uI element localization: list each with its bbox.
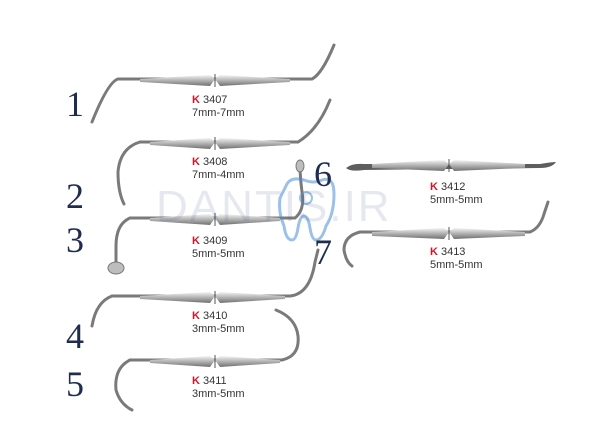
instrument-3409-image	[107, 159, 305, 275]
code-prefix: K	[430, 246, 438, 258]
instrument-number-4: 4	[66, 316, 84, 356]
instrument-3408-image	[116, 98, 332, 206]
tip-size: 5mm-5mm	[430, 194, 483, 206]
instrument-3413-image	[342, 200, 550, 268]
product-code: 3408	[202, 156, 228, 168]
watermark-text: DANTIS.IR	[156, 182, 392, 231]
product-code: 3412	[440, 181, 466, 193]
instrument-3407-image	[90, 43, 336, 124]
tip-size: 5mm-5mm	[192, 248, 245, 260]
tip-size: 5mm-5mm	[430, 259, 483, 271]
tip-size: 7mm-4mm	[192, 169, 245, 181]
instrument-number-6: 6	[314, 154, 332, 194]
tooth-logo-icon	[278, 177, 336, 242]
instrument-number-5: 5	[66, 364, 84, 404]
product-code: 3411	[202, 375, 227, 387]
product-code: 3409	[202, 235, 228, 247]
code-prefix: K	[430, 181, 438, 193]
instrument-3410-image	[90, 248, 320, 328]
instrument-3412-image	[346, 159, 556, 172]
code-prefix: K	[192, 156, 200, 168]
instrument-number-1: 1	[66, 84, 84, 124]
tip-size: 3mm-5mm	[192, 388, 245, 400]
product-code: 3407	[202, 94, 228, 106]
instrument-number-7: 7	[314, 232, 332, 272]
code-prefix: K	[192, 375, 200, 387]
product-code: 3413	[440, 246, 466, 258]
code-prefix: K	[192, 310, 200, 322]
instrument-3411-image	[114, 308, 300, 412]
tip-size: 3mm-5mm	[192, 323, 245, 335]
code-prefix: K	[192, 94, 200, 106]
instrument-number-2: 2	[66, 176, 84, 216]
instrument-number-3: 3	[66, 220, 84, 260]
product-code: 3410	[202, 310, 228, 322]
tip-size: 7mm-7mm	[192, 107, 245, 119]
code-prefix: K	[192, 235, 200, 247]
